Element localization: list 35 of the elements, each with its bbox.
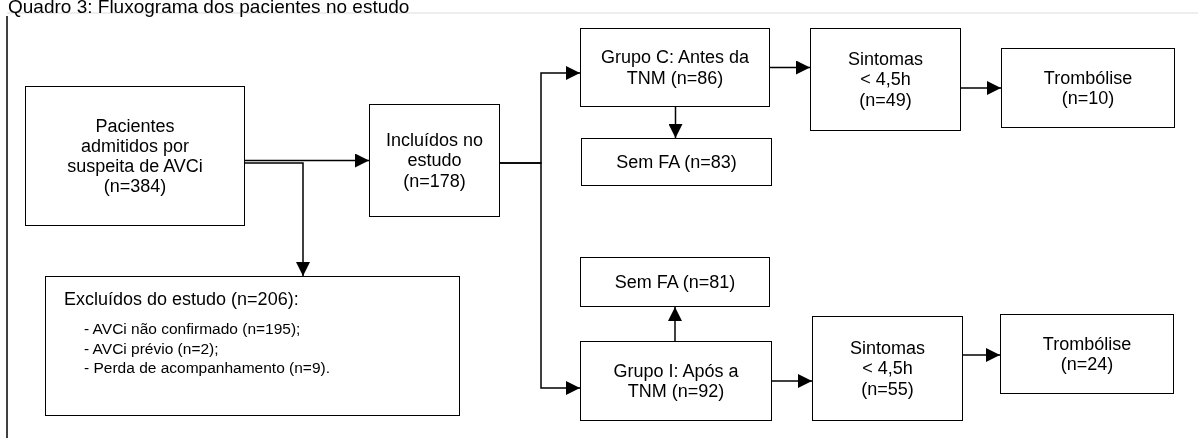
box-label: Sem FA (n=83) (616, 151, 737, 173)
box-label: Sintomas < 4,5h (n=55) (848, 338, 926, 399)
arrow (771, 374, 813, 388)
arrow (668, 106, 683, 139)
arrow (244, 153, 370, 168)
process-box (580, 28, 770, 107)
process-box (1001, 48, 1175, 128)
box-label: Grupo I: Após a TNM (n=92) (612, 360, 740, 402)
box-label: Trombólise (n=24) (1042, 333, 1132, 375)
process-box (25, 86, 245, 226)
process-box (812, 316, 963, 421)
box-label: Sem FA (n=81) (614, 271, 736, 293)
box-label: Grupo C: Antes da TNM (n=86) (599, 47, 751, 88)
box-label: Trombólise (n=10) (1043, 67, 1133, 109)
box-label: Sintomas < 4,5h (n=49) (846, 49, 924, 110)
arrow (962, 348, 1001, 362)
box-label: Incluídos no estudo (n=178) (384, 130, 485, 191)
arrow (668, 306, 682, 342)
arrow (960, 81, 1002, 95)
arrow (244, 162, 310, 277)
arrow (499, 162, 581, 395)
process-box (581, 138, 772, 186)
process-box (580, 257, 770, 307)
title: Quadro 3: Fluxograma dos pacientes no estudo (8, 0, 410, 18)
process-box (580, 341, 772, 421)
process-box (369, 104, 500, 217)
process-box (810, 28, 961, 131)
process-box (1000, 314, 1174, 394)
list-item: - Perda de acompanhamento (n=9). (84, 357, 330, 378)
box-label: Excluídos do estudo (n=206): (64, 289, 299, 310)
arrow (769, 60, 811, 75)
list-item: - AVCi prévio (n=2); (84, 338, 219, 358)
list-item: - AVCi não confirmado (n=195); (84, 319, 301, 339)
process-box (45, 276, 460, 416)
box-label: Pacientes admitidos por suspeita de AVCi (n=384) (66, 115, 204, 197)
